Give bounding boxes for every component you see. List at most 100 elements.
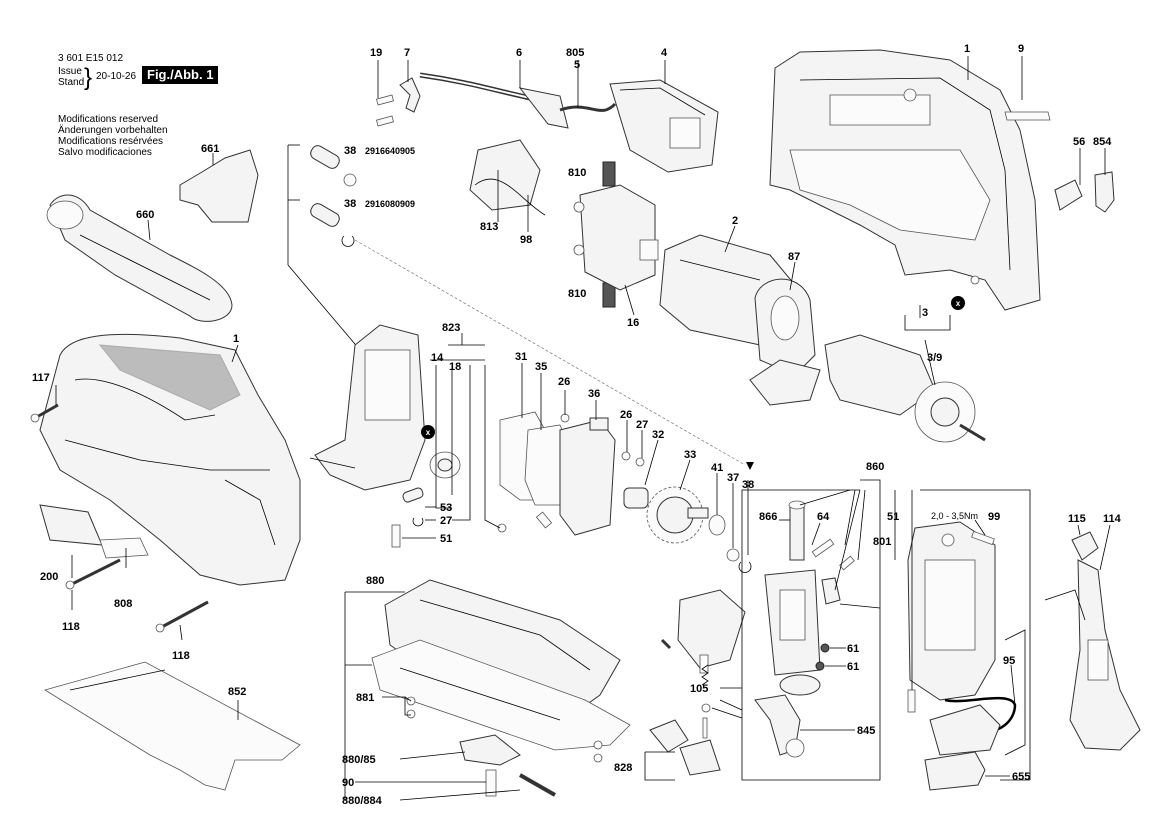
screw-881d xyxy=(593,753,603,763)
pin-small xyxy=(535,511,553,529)
guide-plate-36 xyxy=(559,417,616,536)
screw-881b xyxy=(406,709,416,719)
callout-118b: 118 xyxy=(172,650,190,662)
knob-115 xyxy=(1071,531,1099,561)
pins-51b xyxy=(821,555,855,605)
callout-823: 823 xyxy=(442,322,460,334)
gear-housing-823 xyxy=(309,324,426,491)
modification-line: Modifications resérvées xyxy=(58,136,164,147)
washers-37-38 xyxy=(726,548,752,573)
plate-200 xyxy=(39,504,103,546)
callout-881: 881 xyxy=(356,692,374,704)
callout-105: 105 xyxy=(690,683,708,695)
lever-assembly-114 xyxy=(1044,559,1141,751)
callout-87: 87 xyxy=(788,251,800,263)
callout-880-85: 880/85 xyxy=(342,754,376,766)
callout-41: 41 xyxy=(711,462,723,474)
bracket-plunger xyxy=(677,589,746,674)
callout-99: 99 xyxy=(988,511,1000,523)
leader-lines xyxy=(55,56,1111,801)
callout-9: 9 xyxy=(1018,43,1024,55)
part-number-38b: 2916080909 xyxy=(365,199,415,209)
callout-801: 801 xyxy=(873,536,891,548)
callout-61b: 61 xyxy=(847,661,859,673)
callout-51b: 51 xyxy=(887,511,899,523)
callout-845: 845 xyxy=(857,725,875,737)
callout-37: 37 xyxy=(727,472,739,484)
pins-53-27-51 xyxy=(391,487,507,548)
callout-35: 35 xyxy=(535,361,547,373)
callout-828: 828 xyxy=(614,762,632,774)
washers-26-27 xyxy=(560,413,645,467)
callout-33: 33 xyxy=(684,449,696,461)
carbon-brush-810a xyxy=(602,161,616,187)
callout-852: 852 xyxy=(228,686,246,698)
callout-866: 866 xyxy=(759,511,777,523)
callout-38a: 38 xyxy=(344,145,356,157)
callout-5: 5 xyxy=(574,59,580,71)
screw-118a xyxy=(65,558,121,590)
callout-98: 98 xyxy=(520,234,532,246)
modification-line: Modifications reserved xyxy=(58,114,159,125)
callout-31: 31 xyxy=(515,351,527,363)
extraction-adapter-660 xyxy=(46,194,233,322)
callout-64: 64 xyxy=(817,511,830,523)
doc-number: 3 601 E15 012 xyxy=(58,53,124,64)
brace-glyph: } xyxy=(84,64,93,91)
callout-115: 115 xyxy=(1068,513,1086,525)
marker-x-top-label: x xyxy=(956,299,961,308)
callout-200: 200 xyxy=(40,571,58,583)
callout-32: 32 xyxy=(652,429,664,441)
marker-x-mid xyxy=(421,425,435,439)
callout-860: 860 xyxy=(866,461,884,473)
clamp-880-85 xyxy=(459,734,521,766)
screw-117 xyxy=(30,403,59,423)
callout-117: 117 xyxy=(32,372,50,384)
callout-3-9: 3/9 xyxy=(927,352,942,364)
pin-plunger-small xyxy=(660,638,672,650)
callout-16: 16 xyxy=(627,317,639,329)
issue-label: Issue xyxy=(58,66,82,77)
callout-26a: 26 xyxy=(558,376,570,388)
callout-805: 805 xyxy=(566,47,584,59)
modification-line: Salvo modificaciones xyxy=(58,147,152,158)
air-guide-87 xyxy=(749,278,821,406)
plunger-866 xyxy=(788,500,806,561)
support-roller-845 xyxy=(754,694,805,758)
screw-90 xyxy=(485,769,497,797)
callout-95: 95 xyxy=(1003,655,1015,667)
callout-19: 19 xyxy=(370,47,382,59)
callout-661: 661 xyxy=(201,143,219,155)
guide-roller-frame xyxy=(764,569,821,696)
callout-61a: 61 xyxy=(847,643,859,655)
bolt-880-884 xyxy=(519,773,556,797)
callout-880: 880 xyxy=(366,575,384,587)
bearing-14-18 xyxy=(429,451,461,479)
lever-854 xyxy=(1094,171,1115,213)
wire-805 xyxy=(559,102,617,112)
callout-36: 36 xyxy=(588,388,600,400)
needle-bearing-32 xyxy=(623,487,649,509)
figure-label: Fig./Abb. 1 xyxy=(142,66,219,84)
housing-assembly-1 xyxy=(39,333,301,586)
callout-880-884: 880/884 xyxy=(342,795,383,807)
screw-118b xyxy=(155,600,209,633)
gear-33 xyxy=(646,486,709,544)
screw-881c xyxy=(593,740,603,750)
screw-19 xyxy=(376,94,394,127)
callout-854: 854 xyxy=(1093,136,1112,148)
callout-3: 3 xyxy=(922,307,928,319)
bearing-41 xyxy=(708,514,726,536)
callout-14: 14 xyxy=(431,352,444,364)
callout-4: 4 xyxy=(661,47,668,59)
pin-51c xyxy=(907,689,916,713)
brush-38b xyxy=(310,203,355,247)
callout-27a: 27 xyxy=(636,419,648,431)
blade-guard xyxy=(929,704,1001,756)
torque-note: 2,0 - 3,5Nm xyxy=(931,511,978,521)
callout-2: 2 xyxy=(732,215,738,227)
callout-114: 114 xyxy=(1103,513,1122,525)
callout-38c: 38 xyxy=(742,479,754,491)
callout-655: 655 xyxy=(1012,771,1030,783)
